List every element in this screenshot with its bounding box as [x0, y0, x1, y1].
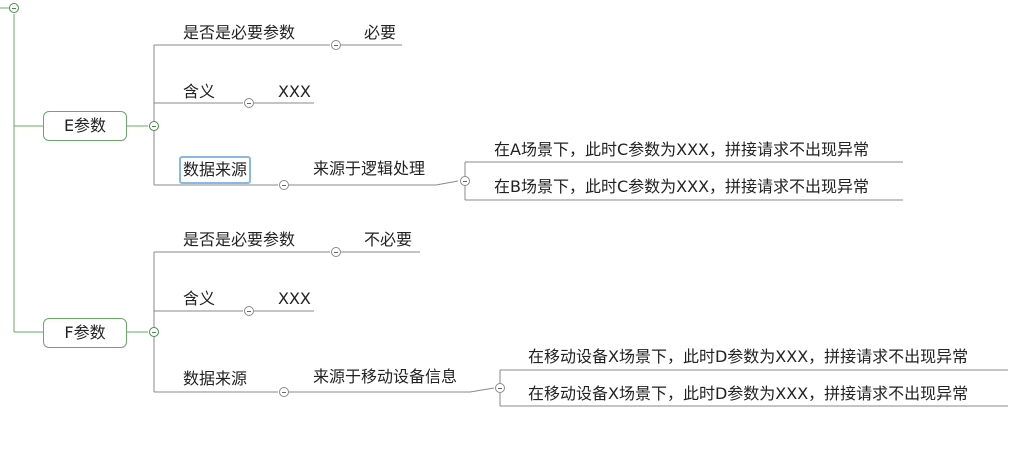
- e-meaning-label[interactable]: 含义: [183, 82, 216, 101]
- f-source-label[interactable]: 数据来源: [183, 369, 248, 388]
- topic-f-param[interactable]: F参数: [43, 318, 127, 348]
- topic-e-param[interactable]: E参数: [43, 111, 127, 141]
- e-source-detail-a[interactable]: 在A场景下，此时C参数为XXX，拼接请求不出现异常: [494, 140, 870, 159]
- e-source-collapse-icon[interactable]: [279, 180, 289, 190]
- e-required-collapse-icon[interactable]: [331, 40, 341, 50]
- e-meaning-collapse-icon[interactable]: [244, 98, 254, 108]
- f-required-value[interactable]: 不必要: [364, 230, 413, 249]
- f-source-detail-a[interactable]: 在移动设备X场景下，此时D参数为XXX，拼接请求不出现异常: [528, 347, 969, 366]
- f-required-collapse-icon[interactable]: [331, 247, 341, 257]
- e-meaning-value[interactable]: XXX: [278, 82, 311, 101]
- e-source-label[interactable]: 数据来源: [179, 156, 252, 184]
- f-required-label[interactable]: 是否是必要参数: [183, 230, 296, 249]
- e-required-label[interactable]: 是否是必要参数: [183, 23, 296, 42]
- topic-e-param-label: E参数: [63, 116, 107, 135]
- e-source-detail-b[interactable]: 在B场景下，此时C参数为XXX，拼接请求不出现异常: [494, 177, 870, 196]
- f-meaning-collapse-icon[interactable]: [244, 306, 254, 316]
- topic-f-param-label: F参数: [64, 323, 106, 342]
- f-source-collapse-icon[interactable]: [279, 387, 289, 397]
- f-meaning-label[interactable]: 含义: [183, 289, 216, 308]
- e-param-collapse-icon[interactable]: [149, 121, 159, 131]
- e-source-value-collapse-icon[interactable]: [460, 176, 470, 186]
- f-meaning-value[interactable]: XXX: [278, 289, 311, 308]
- e-required-value[interactable]: 必要: [364, 23, 397, 42]
- f-source-value-collapse-icon[interactable]: [495, 383, 505, 393]
- e-source-value[interactable]: 来源于逻辑处理: [313, 159, 426, 178]
- f-source-value[interactable]: 来源于移动设备信息: [313, 367, 458, 386]
- root-collapse-icon[interactable]: [9, 3, 19, 13]
- f-param-collapse-icon[interactable]: [149, 327, 159, 337]
- f-source-detail-b[interactable]: 在移动设备X场景下，此时D参数为XXX，拼接请求不出现异常: [528, 384, 969, 403]
